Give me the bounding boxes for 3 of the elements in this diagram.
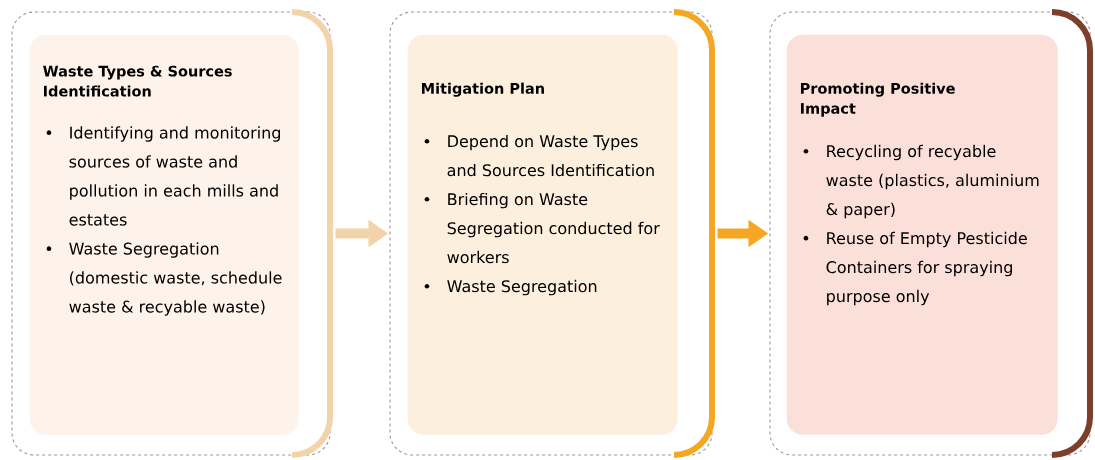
text-card: Waste Types & Sources Identification Identifying and monitoring sources of waste and pollution in each mills and estates Waste Segregation (domestic waste, schedule waste & recyable waste) — [29, 34, 299, 435]
text-card: Mitigation Plan Depend on Waste Types and Sources Identification Briefing on Waste Segregation conducted for workers Waste Segregation — [407, 34, 678, 435]
text-card: Promoting Positive Impact Recycling of recyable waste (plastics, aluminium & paper) Reuse of Empty Pesticide Containers for spraying purpose only — [786, 34, 1058, 435]
